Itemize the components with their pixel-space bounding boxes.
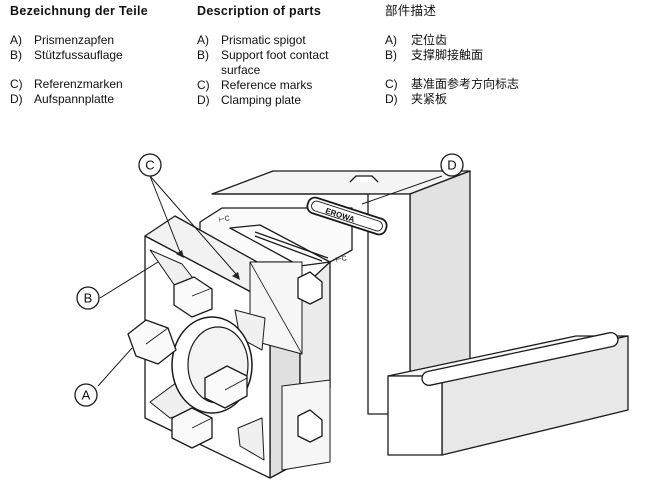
callout-c: C [138,153,162,177]
svg-text:A: A [82,388,91,403]
item-text: Prismenzapfen [34,33,115,47]
item-text: Stützfussauflage [34,48,123,62]
item-key: D) [10,92,23,106]
slotted-base-plate [387,332,629,456]
legend-english-item-c: C) Reference marks [197,78,372,93]
svg-text:⊢C: ⊢C [335,255,347,264]
item-key: C) [197,78,210,92]
item-text: 支撑脚接触面 [411,48,484,62]
item-key: B) [10,48,22,62]
legend-chinese: 部件描述 A) 定位齿 B) 支撑脚接触面 C) 基准面参考方向标志 D) 夹紧… [385,4,585,107]
item-text: Aufspannplatte [34,92,115,106]
item-text: Referenzmarken [34,77,123,91]
item-text: Support foot contact [221,48,329,62]
item-key: A) [385,33,397,47]
item-text: Clamping plate [221,93,302,107]
brand-logo-plate: EROWA [306,196,388,236]
legend-english: Description of parts A) Prismatic spigot… [197,4,372,108]
legend-german-title: Bezeichnung der Teile [10,4,149,18]
legend-english-item-d: D) Clamping plate [197,93,372,108]
item-key: B) [385,48,397,62]
legend-german-item-b: B) Stützfussauflage [10,48,190,63]
legend-english-item-a: A) Prismatic spigot [197,33,372,48]
legend-chinese-item-b: B) 支撑脚接触面 [385,48,585,63]
item-text: 定位齿 [411,33,448,47]
item-key: A) [197,33,209,47]
prismatic-spigots [127,276,248,449]
item-key: C) [385,77,398,91]
legend-english-title: Description of parts [197,4,322,18]
item-text: Prismatic spigot [221,33,306,47]
legend-german-item-c: C) Referenzmarken [10,77,190,92]
legend-chinese-item-a: A) 定位齿 [385,33,585,48]
svg-text:B: B [84,291,93,306]
legend-german: Bezeichnung der Teile A) Prismenzapfen B… [10,4,190,107]
item-text: 夹紧板 [411,92,448,106]
item-text-multiline: Support foot contact surface [221,48,372,78]
item-key: C) [10,77,23,91]
callout-d: D [440,153,464,177]
item-key: D) [385,92,398,106]
leader-lines [97,175,443,387]
legend-english-item-b: B) Support foot contact surface [197,48,372,78]
item-key: D) [197,93,210,107]
item-text-continued: surface [221,63,261,77]
svg-text:D: D [447,158,456,173]
legend-chinese-title: 部件描述 [385,4,437,18]
item-key: A) [10,33,22,47]
legend-german-item-d: D) Aufspannplatte [10,92,190,107]
callout-a: A [74,383,98,407]
callout-b: B [76,286,100,310]
item-key: B) [197,48,209,62]
svg-text:⊢C: ⊢C [218,215,230,224]
legend-chinese-item-d: D) 夹紧板 [385,92,585,107]
item-text: Reference marks [221,78,313,92]
svg-text:C: C [145,158,154,173]
legend-chinese-item-c: C) 基准面参考方向标志 [385,77,585,92]
item-text: 基准面参考方向标志 [411,77,520,91]
legend-german-item-a: A) Prismenzapfen [10,33,190,48]
top-plate: ⊢C ⊢C [199,207,353,267]
